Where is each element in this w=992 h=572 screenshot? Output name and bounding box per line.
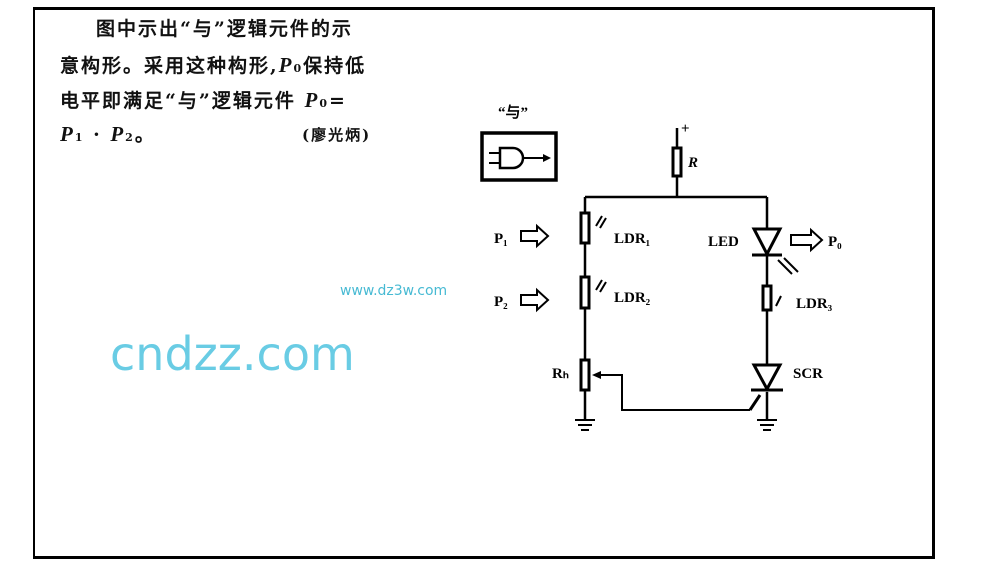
p0-label: P₀ <box>828 234 842 250</box>
ground-icon <box>757 419 777 431</box>
sub: 0 <box>319 97 329 110</box>
light-arrows-icon <box>595 215 607 293</box>
watermark-large: cndzz.com <box>110 327 355 381</box>
rb-resistor <box>579 358 591 392</box>
r-label: R <box>687 155 698 171</box>
caption-line-1: 图中示出“与”逻辑元件的示 <box>96 18 353 40</box>
led-label: LED <box>708 234 739 250</box>
caption-line-4: P1 · P2。 <box>60 123 156 149</box>
var-p: P <box>278 53 294 77</box>
feedback-arrow-icon <box>592 371 601 379</box>
led-diode-icon <box>751 227 783 258</box>
author: (廖光炳) <box>302 126 372 144</box>
p1-label: P₁ <box>494 231 508 247</box>
p0-arrow-icon <box>790 227 824 253</box>
sub: 0 <box>293 62 304 75</box>
rb-label: Rₕ <box>552 366 569 382</box>
ldr2-resistor <box>579 275 591 310</box>
led-light-icon <box>777 257 799 275</box>
resistor-r <box>671 146 683 178</box>
var-p: P <box>304 88 320 112</box>
ldr2-label: LDR₂ <box>614 290 651 306</box>
p2-arrow-icon <box>520 287 550 313</box>
feedback-wire <box>598 374 750 411</box>
p1-arrow-icon <box>520 223 550 249</box>
watermark-small: www.dz3w.com <box>340 283 447 299</box>
ldr1-label: LDR₁ <box>614 231 650 247</box>
text: 保持低 <box>303 55 367 77</box>
ldr3-resistor <box>761 284 773 312</box>
sub: 2 <box>125 131 135 144</box>
figure-frame <box>33 7 935 559</box>
and-gate-box <box>480 131 558 182</box>
text: 。 <box>134 124 156 146</box>
var-p: P <box>60 122 75 146</box>
scr-gate <box>748 388 783 411</box>
ldr1-resistor <box>579 211 591 245</box>
gate-label: “与” <box>498 104 528 121</box>
ldr3-label: LDR₃ <box>796 296 833 312</box>
sub: 1 <box>74 131 85 144</box>
text: = <box>328 90 347 112</box>
p2-label: P₂ <box>494 294 508 310</box>
and-gate-icon <box>498 146 525 170</box>
scr-label: SCR <box>793 366 823 382</box>
ground-icon <box>575 419 595 431</box>
gate-wires <box>489 152 543 164</box>
caption-line-3: 电平即满足“与”逻辑元件 P0= <box>60 89 347 115</box>
caption-line-2: 意构形。采用这种构形,P0保持低 <box>60 54 366 80</box>
gate-arrow-icon <box>543 154 551 162</box>
text: 意构形。采用这种构形, <box>60 55 279 77</box>
scr-icon <box>751 363 783 393</box>
text: · <box>84 124 111 146</box>
plus-sign: + <box>681 121 690 137</box>
text: 电平即满足“与”逻辑元件 <box>60 90 305 112</box>
var-p: P <box>110 122 126 146</box>
ldr3-light-icon <box>775 295 782 307</box>
